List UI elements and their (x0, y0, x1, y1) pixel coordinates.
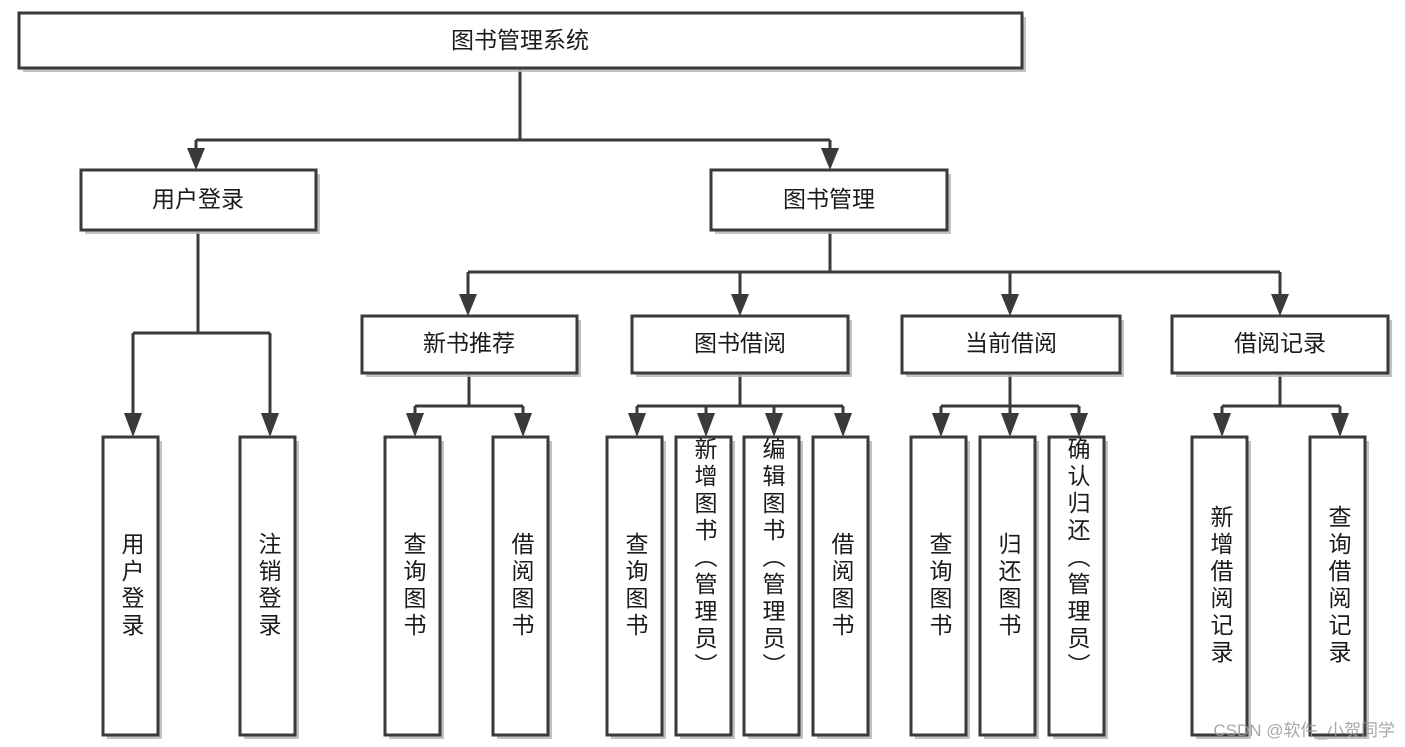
leaf-query-book-1-rect (383, 435, 442, 737)
leaf-node-user-login[interactable] (101, 435, 162, 739)
arrow-head-book-manage (821, 148, 839, 170)
root-rect (17, 11, 1024, 70)
leaf-edit-book-rect (742, 435, 801, 737)
current-borrow-rect (900, 314, 1122, 375)
leaf-borrow-book-2-rect (811, 435, 870, 737)
leaf-node-return-book[interactable] (978, 435, 1039, 739)
arrow-head-leaf-add-record (1213, 413, 1231, 437)
book-borrow-rect (630, 314, 850, 375)
book-management-label: 图书管理 (783, 186, 875, 212)
node-current-borrow[interactable]: 当前借阅 (900, 314, 1124, 377)
arrow-head-leaf-query-book-3 (932, 413, 950, 437)
arrow-head-new-book (459, 294, 477, 316)
borrow-record-rect (1170, 314, 1390, 375)
leaf-query-book-2-rect (605, 435, 664, 737)
leaf-node-borrow-book[interactable] (811, 435, 872, 739)
leaf-user-login-rect (101, 435, 160, 737)
book-management-rect (709, 168, 949, 232)
leaf-node-query-book-recommend[interactable] (383, 435, 444, 739)
arrow-head-leaf-query-book-1 (406, 413, 424, 437)
arrow-head-leaf-user-login (124, 413, 142, 437)
leaf-node-add-book-admin[interactable] (674, 435, 735, 739)
node-borrow-record[interactable]: 借阅记录 (1170, 314, 1392, 377)
leaf-node-confirm-return-admin[interactable] (1047, 435, 1108, 739)
leaf-node-edit-book-admin[interactable] (742, 435, 803, 739)
new-book-recommend-label: 新书推荐 (423, 330, 515, 356)
arrow-head-leaf-logout (261, 413, 279, 437)
leaf-node-query-borrow-record[interactable] (1308, 435, 1369, 739)
node-new-book-recommend[interactable]: 新书推荐 (360, 314, 581, 377)
user-login-label: 用户登录 (152, 186, 244, 212)
arrow-head-borrow-record (1271, 294, 1289, 316)
new-book-recommend-rect (360, 314, 579, 375)
arrow-head-user-login (187, 148, 205, 170)
root-label: 图书管理系统 (451, 27, 589, 53)
leaf-node-query-book-borrow[interactable] (605, 435, 666, 739)
arrow-head-leaf-borrow-book-2 (834, 413, 852, 437)
leaf-node-add-borrow-record[interactable] (1190, 435, 1251, 739)
arrow-head-leaf-query-book-2 (628, 413, 646, 437)
leaf-borrow-book-1-rect (491, 435, 550, 737)
watermark-csdn: CSDN @软件_小贺同学 (1213, 721, 1395, 740)
leaf-node-logout[interactable] (238, 435, 299, 739)
leaf-add-book-rect (674, 435, 733, 737)
node-user-login[interactable]: 用户登录 (79, 168, 320, 234)
leaf-query-record-rect (1308, 435, 1367, 737)
node-root-book-management-system[interactable]: 图书管理系统 (17, 11, 1026, 72)
node-layer: 图书管理系统 用户登录 图书管理 新书推荐 (17, 11, 1392, 739)
arrow-head-leaf-return-book (1001, 413, 1019, 437)
leaf-node-query-book-current[interactable] (909, 435, 970, 739)
node-book-borrow[interactable]: 图书借阅 (630, 314, 852, 377)
leaf-return-book-rect (978, 435, 1037, 737)
edge-layer (124, 68, 1349, 437)
arrow-head-leaf-borrow-book-1 (514, 413, 532, 437)
borrow-record-label: 借阅记录 (1234, 330, 1326, 356)
node-book-management[interactable]: 图书管理 (709, 168, 951, 234)
leaf-confirm-return-rect (1047, 435, 1106, 737)
arrow-head-current-borrow (1001, 294, 1019, 316)
leaf-add-record-rect (1190, 435, 1249, 737)
leaf-logout-rect (238, 435, 297, 737)
leaf-node-borrow-book-recommend[interactable] (491, 435, 552, 739)
arrow-head-book-borrow (731, 294, 749, 316)
leaf-query-book-3-rect (909, 435, 968, 737)
arrow-head-leaf-confirm-return (1070, 413, 1088, 437)
book-borrow-label: 图书借阅 (694, 330, 786, 356)
arrow-head-leaf-query-record (1331, 413, 1349, 437)
arrow-head-leaf-add-book (697, 413, 715, 437)
user-login-rect (79, 168, 318, 232)
current-borrow-label: 当前借阅 (965, 330, 1057, 356)
arrow-head-leaf-edit-book (765, 413, 783, 437)
